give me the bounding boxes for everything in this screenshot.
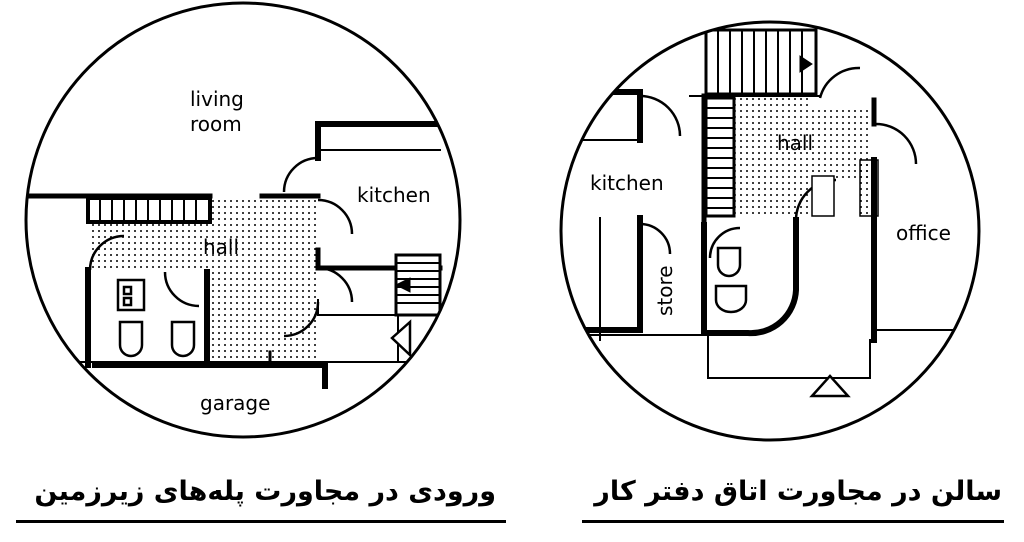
- label-store: store: [653, 265, 677, 316]
- left-doors: [88, 156, 354, 338]
- left-stair-lower: [394, 253, 442, 317]
- left-wc-fixtures: [116, 278, 196, 358]
- right-room-labels: hall kitchen office store: [590, 131, 951, 316]
- caption-left-underline: [16, 520, 506, 523]
- caption-right: سالن در مجاورت اتاق دفتر کار: [594, 476, 1002, 507]
- left-room-labels: living room kitchen hall garage: [190, 87, 431, 415]
- left-hall-floor-upper: [90, 222, 210, 272]
- left-hall-floor: [210, 198, 320, 360]
- right-entrance-marker: [809, 374, 851, 398]
- label-garage: garage: [200, 391, 270, 415]
- label-hall-left: hall: [203, 235, 239, 259]
- left-floor-plan: living room kitchen hall garage: [24, 1, 462, 439]
- label-living-room-line1: living: [190, 87, 244, 111]
- label-kitchen-right: kitchen: [590, 171, 664, 195]
- right-wc-fixtures: [714, 246, 748, 314]
- right-jambs: [811, 159, 879, 217]
- caption-left: ورودی در مجاورت پله‌های زیرزمین: [34, 476, 496, 507]
- label-kitchen-left: kitchen: [357, 183, 431, 207]
- caption-right-underline: [582, 520, 1004, 523]
- right-floor-plan: hall kitchen office store: [559, 20, 981, 442]
- right-plan-circle: [559, 20, 981, 442]
- right-stair-vertical: [704, 96, 736, 218]
- label-hall-right: hall: [777, 131, 813, 155]
- left-entrance-marker: [390, 319, 412, 358]
- left-plan-circle: [24, 1, 462, 439]
- right-stair-top: [704, 28, 818, 96]
- label-living-room-line2: room: [190, 112, 242, 136]
- label-office: office: [896, 221, 951, 245]
- left-stair-upper: [86, 196, 212, 224]
